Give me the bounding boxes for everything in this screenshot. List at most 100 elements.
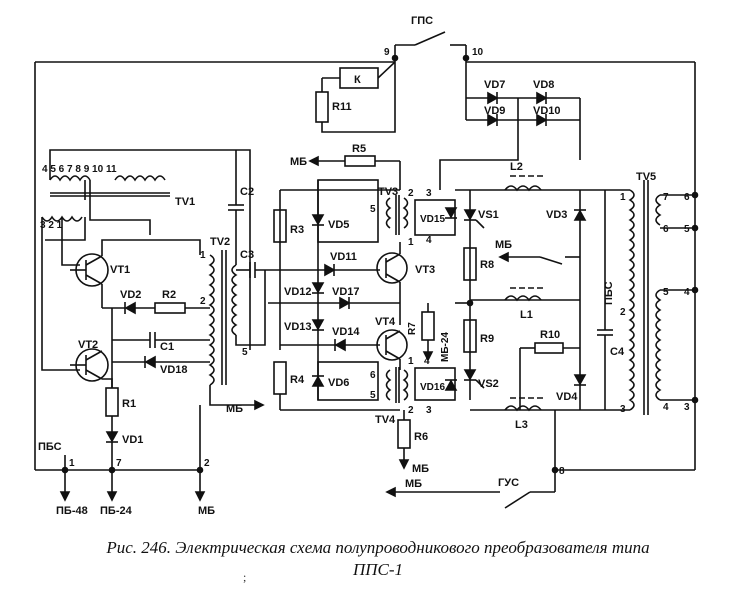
tv5-pin-7: 7 [663,192,669,203]
gps-label: ГПС [411,15,433,27]
r9-label: R9 [480,333,494,345]
thyristors-vs1-vs2: VS1 R8 R9 VS2 [455,189,580,400]
mb-bottom-left-label: МБ [198,505,215,517]
kr-switch: МБ [495,239,580,265]
pin-10: 10 [472,47,484,58]
bottom-left-bus: ПБС 1 7 2 ПБ-48 ПБ-24 МБ [35,405,215,517]
c2-c3: C2 C3 [228,150,380,278]
tv4-pin-2: 2 [408,405,414,416]
vd17-label: VD17 [332,286,360,298]
vd15-label: VD15 [420,214,445,225]
c1-vd18: C1 VD18 [111,308,210,388]
tv5-pin-1: 1 [620,192,626,203]
tv4-pin-5: 5 [370,390,376,401]
relay-k: К R11 [315,61,396,133]
tv4-pin-1: 1 [408,356,414,367]
r4-label: R4 [290,374,305,386]
relay-k-label: К [354,74,361,86]
r5-row: МБ R5 [290,143,401,190]
pbs-right-label: ПБС [603,281,615,305]
vs1-label: VS1 [478,209,499,221]
transistor-vt2: VT2 [70,339,113,388]
tv2-pin-1: 1 [200,250,206,261]
transistor-vt1: VT1 [70,239,201,287]
vd3-label: VD3 [546,209,567,221]
tv4-pin-4: 4 [424,356,430,367]
tv5-term-4: 4 [684,287,690,298]
tv3-pin-3: 3 [426,188,432,199]
tv3-pin-1: 1 [408,237,414,248]
vd1-label: VD1 [122,434,143,446]
vd13-label: VD13 [284,321,312,333]
tv5-pin-5: 5 [663,287,669,298]
vd6-label: VD6 [328,377,349,389]
vd12-vd17-vd13-vd14: VD12 VD17 VD13 VD14 [268,180,400,400]
bottom-pin-2: 2 [204,458,210,469]
stray-mark: ; [243,570,247,584]
bottom-pin-7: 7 [116,458,122,469]
r3-label: R3 [290,224,304,236]
tv5-term-5: 5 [684,224,690,235]
mb-r8-label: МБ [495,239,512,251]
r8-label: R8 [480,259,494,271]
tv5-pin-3: 3 [620,404,626,415]
tv2-label: TV2 [210,236,230,248]
r11-label: R11 [332,101,352,113]
r6-label: R6 [414,431,428,443]
tv1-label: TV1 [175,196,195,208]
r1-label: R1 [122,398,136,410]
r7-mb24: R7 МБ-24 [407,303,451,362]
tv3-pin-2: 2 [408,188,414,199]
transformer-tv1: 4 5 6 7 8 9 10 11 3 2 1 TV1 [40,149,251,371]
tv4-pin-3: 3 [426,405,432,416]
pb48-label: ПБ-48 [56,505,88,517]
transistor-vt4: VT4 [375,316,408,370]
tv4-pin-6: 6 [370,370,376,381]
vd14-label: VD14 [332,326,360,338]
tv4-label: TV4 [375,414,396,426]
pbs-left-label: ПБС [38,441,62,453]
tv1-bottom-pins: 3 2 1 [40,220,63,231]
tv3-pin-4: 4 [426,235,432,246]
tv2-pin-5: 5 [242,347,248,358]
c3-label: C3 [240,249,254,261]
vd11-vt3: VD11 VT3 [324,242,435,325]
inductors-l1-l2-l3: L2 L1 L3 [470,161,580,431]
c1-label: C1 [160,341,174,353]
tv5-pin-6: 6 [663,224,669,235]
vt3-label: VT3 [415,264,435,276]
r10-label: R10 [540,329,560,341]
vd8-label: VD8 [533,79,554,91]
tv2-mb-label: МБ [226,403,243,415]
bottom-pin-1: 1 [69,458,75,469]
tv3-pin-5: 5 [370,204,376,215]
c2-label: C2 [240,186,254,198]
mb-r5-label: МБ [290,156,307,168]
l1-label: L1 [520,309,533,321]
l3-label: L3 [515,419,528,431]
mb-r6-label: МБ [412,463,429,475]
figure-caption-line2: ППС-1 [352,560,404,579]
tv5-pin-4: 4 [663,402,669,413]
vd2-r2: VD2 R2 [101,284,210,315]
vd16-label: VD16 [420,382,445,393]
transformer-tv4-block: R4 VD6 6 5 1 4 2 3 VD16 TV4 R6 МБ [273,356,458,475]
tv5-term-3: 3 [684,402,690,413]
c4-label: C4 [610,346,625,358]
gus-label: ГУС [498,477,519,489]
transformer-tv5: TV5 1 2 3 ПБС 7 6 5 4 6 5 4 3 [603,171,699,415]
vd7-label: VD7 [484,79,505,91]
pin-8: 8 [559,466,565,477]
vt2-label: VT2 [78,339,98,351]
transformer-tv2: TV2 1 2 5 МБ [200,236,266,415]
gus-switch-area: 8 МБ ГУС [385,410,695,509]
diode-bridge-vd7-vd10: VD7 VD8 VD9 VD10 [439,62,581,190]
vd18-label: VD18 [160,364,188,376]
vd2-label: VD2 [120,289,141,301]
r5-label: R5 [352,143,366,155]
pin-9: 9 [384,47,390,58]
vs2-label: VS2 [478,378,499,390]
vd5-label: VD5 [328,219,349,231]
mb-gus-label: МБ [405,478,422,490]
